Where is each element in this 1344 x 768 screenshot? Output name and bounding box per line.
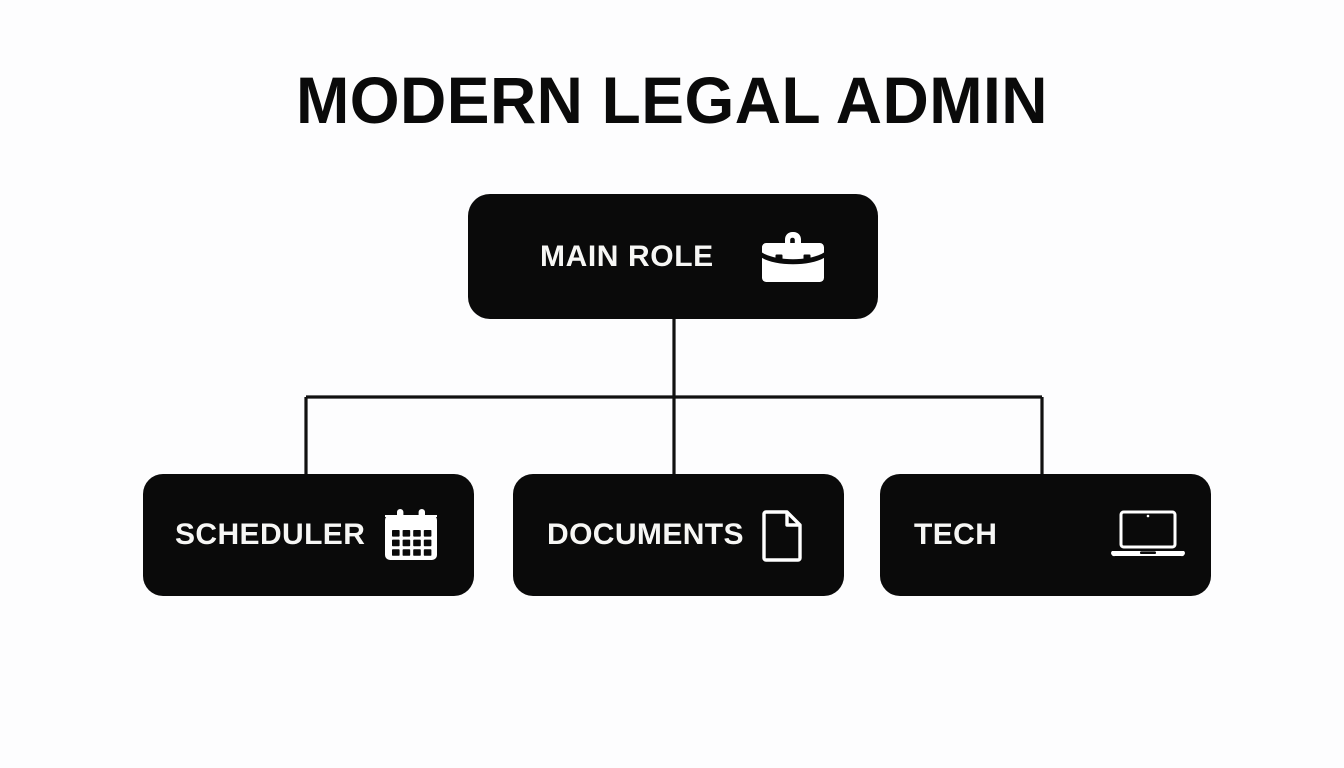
node-scheduler-label: SCHEDULER bbox=[175, 518, 366, 551]
node-main-role-label: MAIN ROLE bbox=[540, 239, 714, 273]
node-documents[interactable]: DOCUMENTS bbox=[513, 474, 844, 596]
page-title: MODERN LEGAL ADMIN bbox=[295, 63, 1049, 137]
document-icon bbox=[762, 508, 804, 562]
node-tech[interactable]: TECH bbox=[880, 474, 1211, 596]
node-scheduler[interactable]: SCHEDULER bbox=[143, 474, 474, 596]
laptop-icon bbox=[1109, 509, 1187, 561]
briefcase-icon bbox=[758, 229, 828, 285]
calendar-icon bbox=[383, 508, 439, 562]
node-tech-label: TECH bbox=[914, 518, 998, 551]
node-documents-label: DOCUMENTS bbox=[547, 518, 744, 551]
node-main-role[interactable]: MAIN ROLE bbox=[468, 194, 878, 319]
